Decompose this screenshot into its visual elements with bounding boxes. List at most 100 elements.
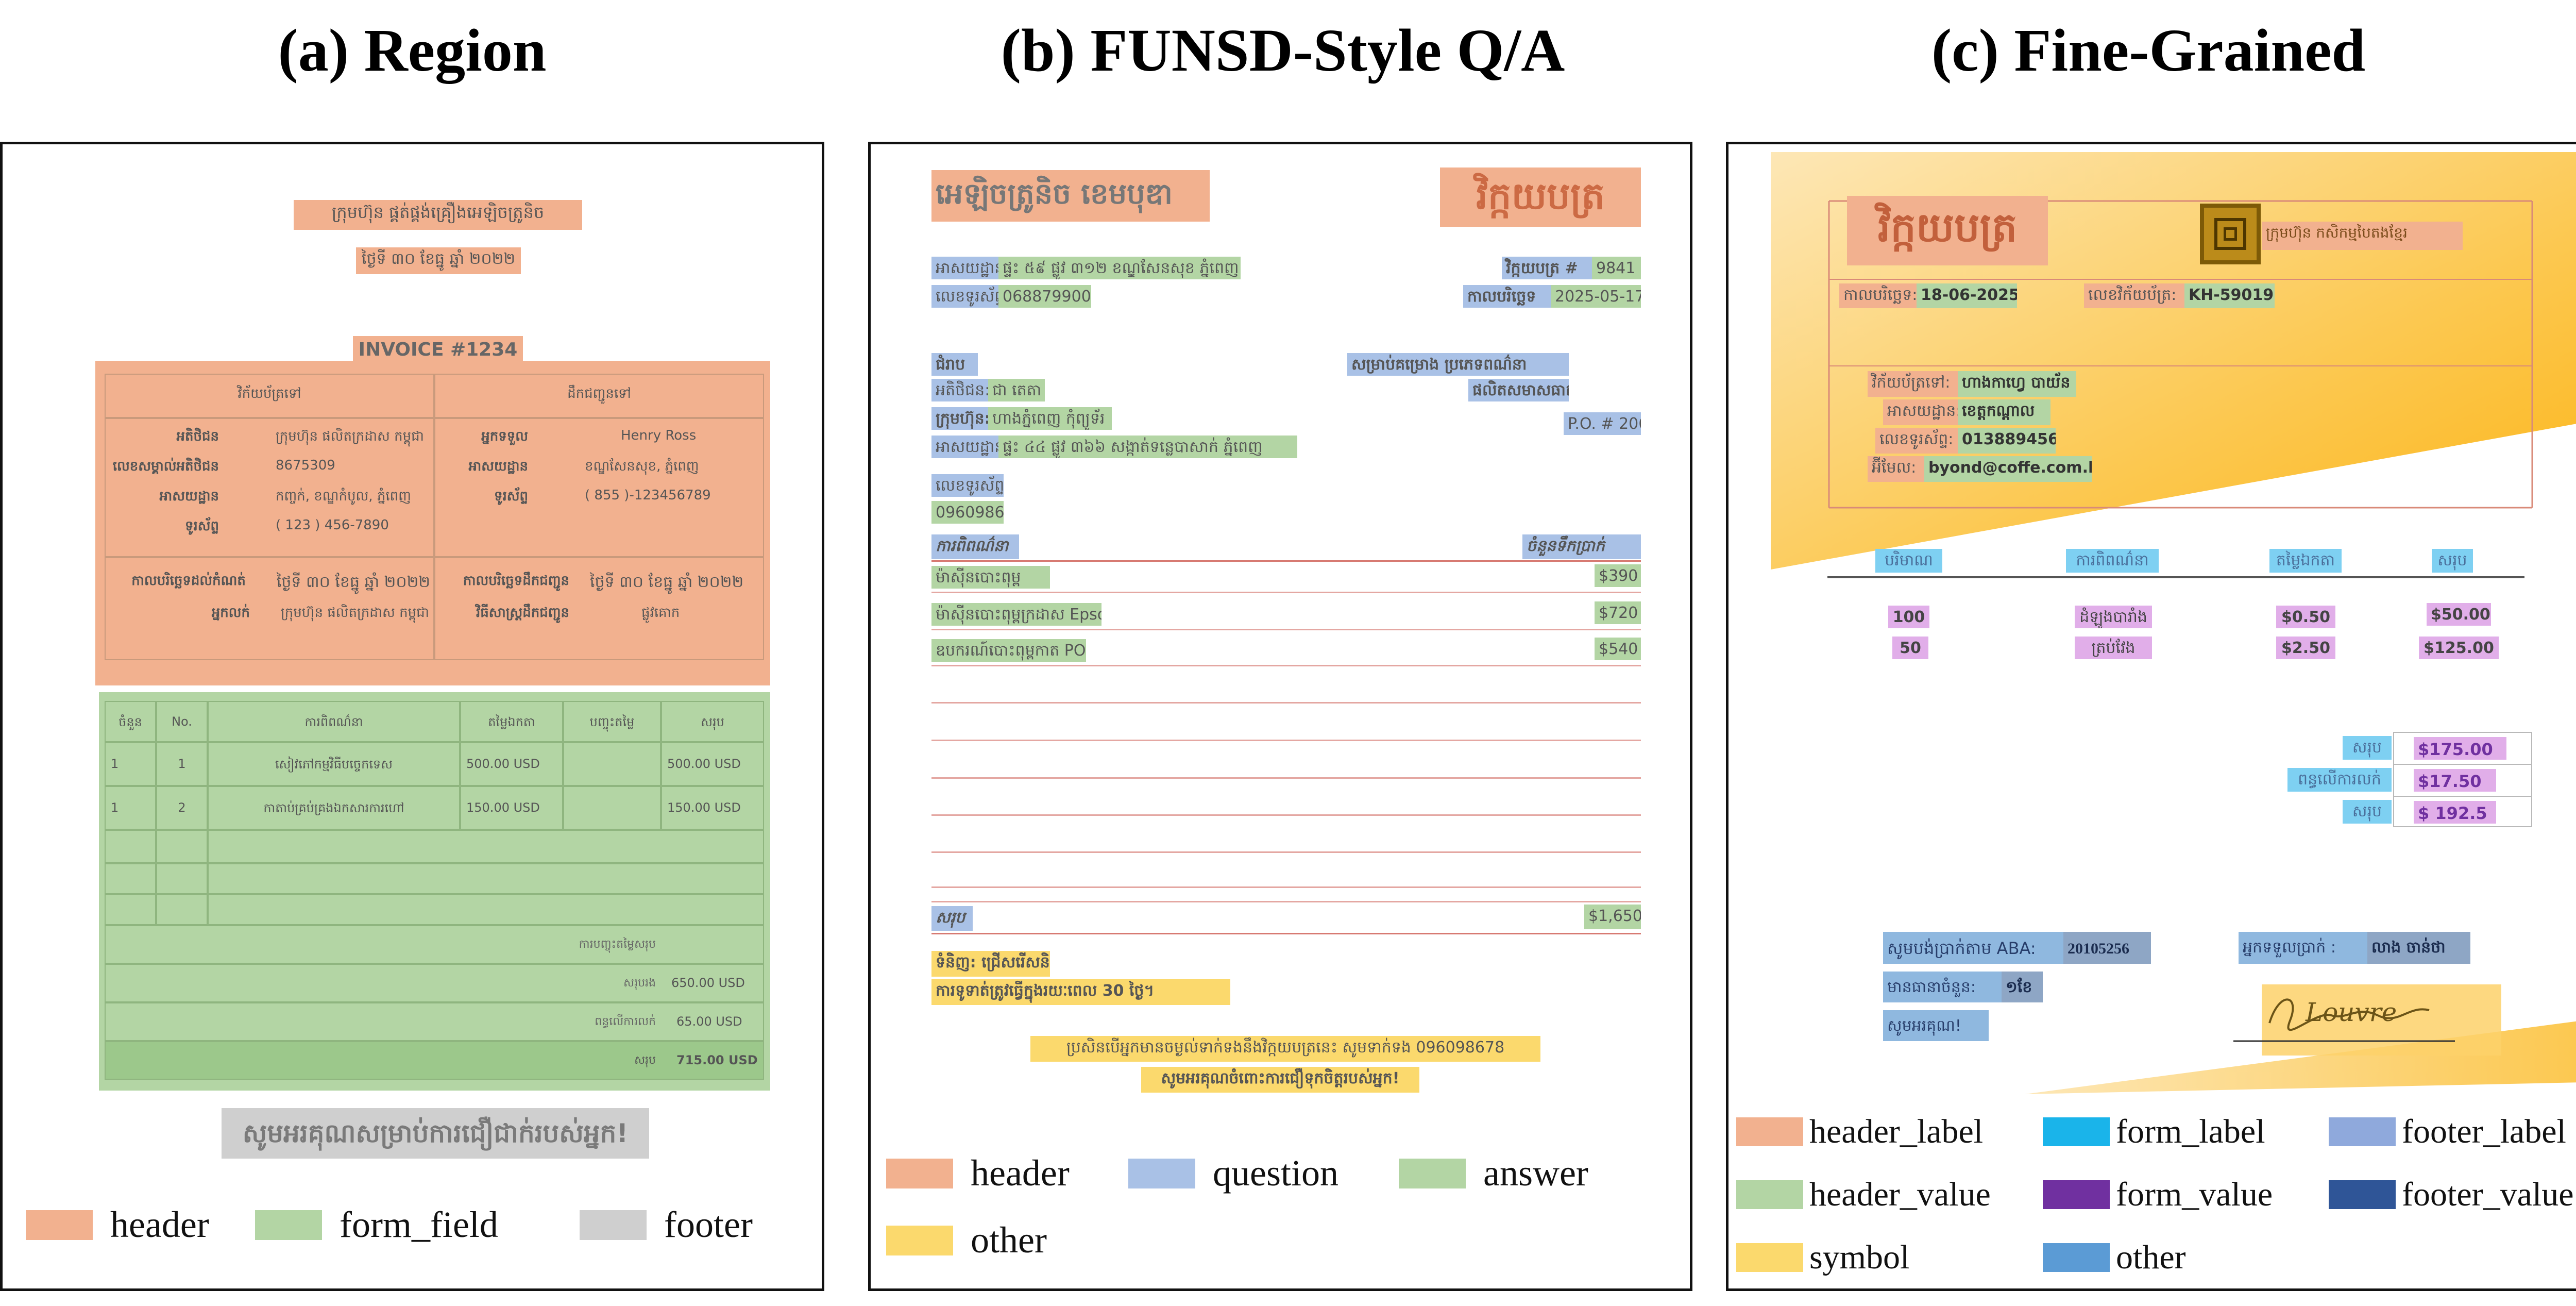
row-total: $50.00 — [2427, 603, 2491, 626]
table-header: បញ្ចុះតម្លៃ — [563, 701, 661, 742]
company-logo-icon — [2200, 204, 2261, 264]
legend-swatch — [2043, 1180, 2110, 1209]
legend-item-header: header — [26, 1203, 209, 1246]
legend-item-question: question — [1128, 1152, 1338, 1195]
legend-label: symbol — [1809, 1238, 1910, 1276]
table-empty-cell — [208, 830, 764, 863]
panel-c-title: (c) Fine-Grained — [1931, 16, 2366, 84]
company-answer: ហាងភ្នំពេញ កុំព្យូទ័រ — [988, 407, 1112, 430]
legend-item-other: other — [2043, 1238, 2186, 1277]
to-question: ជំរាប — [931, 353, 978, 376]
table-header: No. — [156, 701, 208, 742]
summary-value: 650.00 USD — [671, 976, 745, 990]
row-unit-price: $2.50 — [2276, 637, 2335, 659]
items-table: ចំនួន No. ការពិពណ៌នា តម្លៃឯកតា បញ្ចុះតម្… — [105, 701, 764, 1087]
totals-divider — [2393, 764, 2532, 765]
date-value: 18-06-2025 — [1917, 283, 2017, 308]
row-quantity: 50 — [1892, 637, 1928, 659]
project-question: សម្រាប់គម្រោង ប្រភេទពណ៌នា — [1347, 353, 1569, 376]
field-label: អ្នកទទួល — [481, 429, 528, 444]
legend-label: question — [1213, 1152, 1338, 1194]
column-header-description: ការពិពណ៌នា — [2066, 549, 2159, 573]
due-block — [105, 557, 434, 660]
table-cell: 2 — [156, 786, 208, 830]
row-total: $125.00 — [2419, 637, 2499, 659]
receiver-label: អ្នកទទួលប្រាក់ : — [2239, 932, 2367, 964]
field-label: អាសយដ្ឋាន — [468, 459, 528, 474]
address-value: ខេត្តកណ្ដាល — [1958, 399, 2050, 425]
item-amount: $390 — [1595, 564, 1641, 587]
payment-value: 20105256 — [2063, 932, 2151, 964]
legend-item-form-label: form_label — [2043, 1112, 2265, 1151]
legend-swatch — [255, 1210, 322, 1240]
summary-total-row — [105, 1041, 764, 1080]
invoice-date: ថ្ងៃទី ៣០ ខែធ្នូ ឆ្នាំ ២០២២ — [356, 247, 521, 274]
legend-swatch — [2329, 1180, 2396, 1209]
ship-to-heading: ដឹកជញ្ជូនទៅ — [434, 374, 764, 418]
field-label: អតិថិជន — [176, 429, 219, 444]
field-label: អ្នកលក់ — [211, 605, 250, 621]
table-header: ការពិពណ៌នា — [208, 701, 460, 742]
legend-label: header — [110, 1204, 209, 1245]
phone2-question: លេខទូរស័ព្ទ — [931, 474, 1004, 497]
table-header: តម្លៃឯកតា — [460, 701, 563, 742]
phone-label: លេខទូរស័ព្ទ: — [1875, 428, 1958, 454]
table-rule — [931, 777, 1641, 779]
table-empty-cell — [208, 894, 764, 925]
invoice-number-label: លេខវិក័យប័ត្រ: — [2084, 283, 2184, 308]
legend-label: form_label — [2116, 1113, 2265, 1150]
company-name: ក្រុមហ៊ុន ផ្គត់ផ្គង់គ្រឿងអេឡិចត្រូនិច — [294, 200, 582, 230]
customer-answer: ជា តេតា — [988, 379, 1045, 401]
legend-label: other — [971, 1219, 1047, 1261]
row-quantity: 100 — [1888, 606, 1929, 628]
invoice-number-value: KH-59019 — [2184, 283, 2275, 308]
summary-value: 715.00 USD — [676, 1053, 758, 1067]
delivery-rows: កាលបរិច្ឆេទដឹកជញ្ជូន ថ្ងៃទី ៣០ ខែធ្នូ ឆ្ន… — [435, 572, 760, 636]
footer-line: ប្រសិនបើអ្នកមានចម្ងល់ទាក់ទងនឹងវិក្កយបត្រ… — [1030, 1036, 1540, 1062]
field-value: ( 855 )-123456789 — [585, 488, 711, 503]
legend-item-answer: answer — [1399, 1152, 1588, 1195]
field-value: Henry Ross — [621, 428, 697, 443]
total-label: សរុប — [2343, 800, 2392, 824]
field-label: កាលបរិច្ឆេទដឹកជញ្ជូន — [463, 573, 569, 589]
total-value: $ 192.5 — [2414, 801, 2496, 824]
company-name: អេឡិចត្រូនិច ខេមបុឌា — [931, 170, 1210, 222]
column-header-total: សរុប — [2432, 549, 2473, 573]
phone-question: លេខទូរស័ព្ទ: — [931, 285, 998, 308]
field-label: អាសយដ្ឋាន — [159, 489, 219, 504]
column-header-unit-price: តម្លៃឯកតា — [2269, 549, 2342, 573]
bill-to-value: ហាងកាហ្វេ បាយ័ន — [1958, 371, 2076, 397]
table-rule — [931, 702, 1641, 704]
phone-answer: 068879900 — [998, 285, 1091, 308]
tax-label: ពន្ធលើការលក់ — [2287, 768, 2392, 792]
legend-swatch — [1399, 1158, 1466, 1188]
date-answer: 2025-05-17 — [1551, 285, 1641, 308]
total-question: សរុប — [931, 906, 973, 931]
field-value: ក្រុមហ៊ុន ផលិតក្រដាស កម្ពុជា — [276, 429, 424, 444]
field-label: កាលបរិច្ឆេទដល់កំណត់ — [131, 573, 246, 589]
header-region — [95, 361, 770, 685]
table-cell — [563, 786, 661, 830]
warranty-value: ១ខែ — [2002, 972, 2043, 1002]
document-title: វិក្កយបត្រ — [1440, 168, 1641, 227]
field-value: ក្រុមហ៊ុន ផលិតក្រដាស កម្ពុជា — [281, 605, 429, 621]
legend-label: footer — [664, 1204, 753, 1245]
field-value: ថ្ងៃទី ៣០ ខែធ្នូ ឆ្នាំ ២០២២ — [590, 573, 744, 591]
warranty-label: មានធានាចំនួន: — [1883, 972, 2002, 1002]
summary-label: សរុប — [634, 1054, 656, 1067]
po-number: P.O. # 206 — [1564, 412, 1641, 435]
total-answer: $1,650 — [1584, 905, 1641, 929]
note-line: ទំនិញ: ជ្រើសរើសនិង — [931, 951, 1050, 977]
field-value: ខណ្ឌសែនសុខ, ភ្នំពេញ — [585, 459, 699, 474]
column-header-quantity: បរិមាណ — [1875, 549, 1942, 573]
legend-item-header-label: header_label — [1736, 1112, 1983, 1151]
totals-box — [2393, 732, 2532, 827]
table-cell: 1 — [156, 742, 208, 786]
table-empty-cell — [208, 863, 764, 894]
email-value: byond@coffe.com.kh — [1924, 456, 2092, 482]
legend-swatch — [1736, 1243, 1803, 1272]
form-field-region — [99, 692, 770, 1091]
legend-label: header_value — [1809, 1176, 1991, 1213]
table-rule — [931, 665, 1641, 666]
project-answer: ផលិតសមាសធាតុ — [1468, 379, 1569, 401]
